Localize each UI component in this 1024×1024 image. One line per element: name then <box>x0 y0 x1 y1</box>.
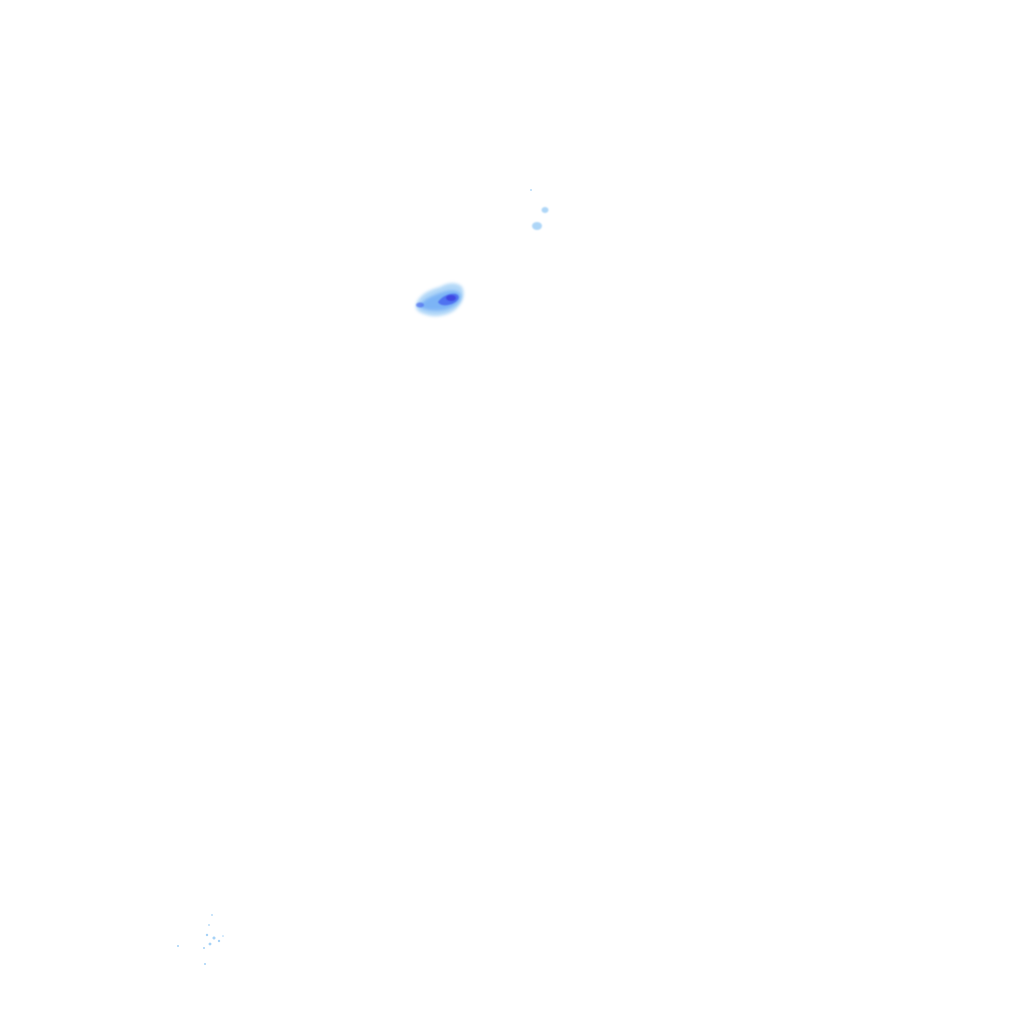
speckle <box>212 936 216 940</box>
speckle <box>211 914 213 916</box>
speckle <box>203 947 205 949</box>
echo-intense-core <box>446 295 456 301</box>
speckle <box>222 935 224 937</box>
echo-west-tail <box>416 302 424 308</box>
radar-echo-speckle-cluster <box>177 914 224 965</box>
speckle <box>177 945 179 947</box>
speckle <box>217 939 221 943</box>
radar-echo-dot <box>530 189 532 191</box>
speckle <box>208 942 212 946</box>
speckle <box>204 963 206 965</box>
radar-echo-small-cells <box>530 189 549 230</box>
radar-echo-small-cell-a <box>532 222 542 230</box>
speckle <box>205 933 209 937</box>
speckle <box>208 924 210 926</box>
radar-echo-main-cell <box>415 283 464 317</box>
radar-echo-small-cell-b <box>541 207 549 213</box>
